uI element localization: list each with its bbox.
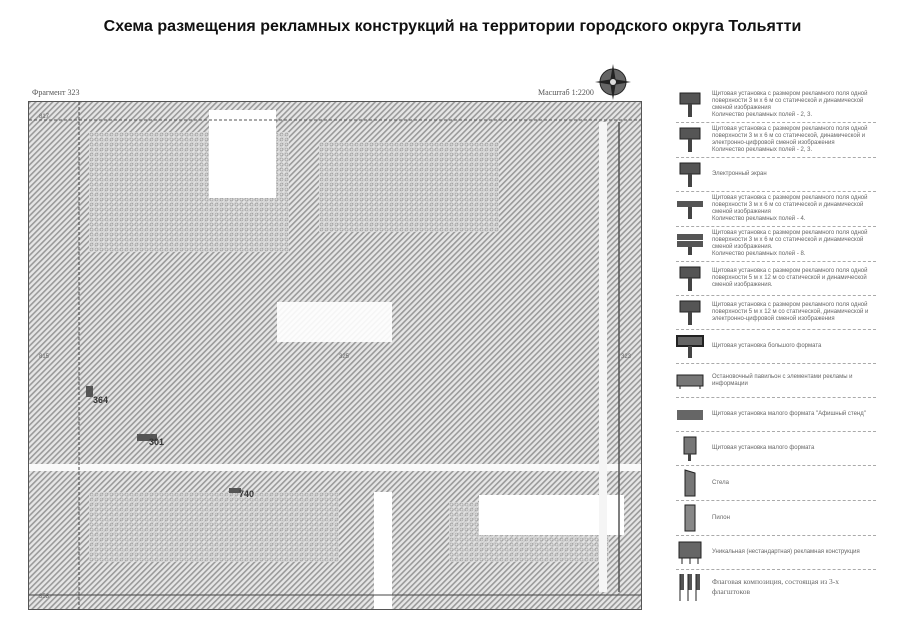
zone-label-817: 817 [39, 114, 50, 120]
billboard-8-fields-icon [676, 232, 704, 256]
object-301[interactable]: 301 [149, 437, 165, 447]
object-740[interactable]: 740 [239, 489, 255, 499]
legend-item: Щитовая установка малого формата "Афишны… [676, 398, 876, 432]
billboard-5x12-digital-icon [676, 300, 704, 326]
legend-text: Щитовая установка с размером рекламного … [712, 268, 868, 288]
legend-item: Щитовая установка с размером рекламного … [676, 227, 876, 262]
legend-item: Щитовая установка малого формата [676, 432, 876, 466]
billboard-5x12-icon [676, 266, 704, 292]
electronic-screen-icon [676, 162, 704, 188]
legend-text: Флаговая композиция, состоящая из 3-х фл… [712, 577, 840, 596]
zone-label-815: 815 [39, 354, 50, 360]
billboard-large-icon [676, 334, 704, 359]
scale-label: Масштаб 1:2200 [538, 88, 594, 97]
billboard-3x6-digital-icon [676, 127, 704, 153]
legend-text: Щитовая установка с размером рекламного … [712, 91, 868, 118]
legend-item: Пилон [676, 501, 876, 536]
page-title: Схема размещения рекламных конструкций н… [103, 18, 802, 35]
legend-text: Щитовая установка большого формата [712, 343, 822, 349]
legend-text: Остановочный павильон с элементами рекла… [712, 373, 853, 387]
poster-stand-icon [676, 408, 704, 422]
legend-item: Щитовая установка с размером рекламного … [676, 192, 876, 227]
legend-item: Щитовая установка большого формата [676, 330, 876, 364]
legend-item: Стела [676, 466, 876, 501]
legend-item: Остановочный павильон с элементами рекла… [676, 364, 876, 398]
bus-stop-pavilion-icon [676, 373, 704, 389]
legend-text: Щитовая установка с размером рекламного … [712, 195, 868, 222]
stela-icon [676, 469, 704, 497]
legend-text: Щитовая установка малого формата [712, 445, 815, 451]
billboard-4-fields-icon [676, 198, 704, 220]
legend-item: Щитовая установка с размером рекламного … [676, 296, 876, 330]
small-format-icon [676, 436, 704, 462]
flag-composition-icon [676, 573, 704, 601]
compass-rose-icon [595, 64, 631, 105]
pylon-icon [676, 504, 704, 532]
fragment-label: Фрагмент 323 [32, 88, 80, 97]
legend-item: Уникальная (нестандартная) рекламная кон… [676, 536, 876, 570]
legend-item: Щитовая установка с размером рекламного … [676, 123, 876, 158]
legend-text: Щитовая установка малого формата "Афишны… [712, 411, 866, 417]
zone-label-323: 323 [621, 354, 632, 360]
object-364[interactable]: 364 [93, 395, 109, 405]
legend-text: Щитовая установка с размером рекламного … [712, 302, 869, 322]
legend-text: Щитовая установка с размером рекламного … [712, 230, 868, 257]
legend-text: Пилон [712, 514, 730, 521]
zone-label-325: 325 [339, 354, 350, 360]
legend-text: Уникальная (нестандартная) рекламная кон… [712, 549, 860, 555]
legend-item: Щитовая установка с размером рекламного … [676, 262, 876, 296]
legend: Щитовая установка с размером рекламного … [676, 88, 876, 604]
map-fragment[interactable]: 817 815 325 323 358 364 301 740 [28, 101, 642, 610]
legend-text: Электронный экран [712, 171, 767, 177]
zone-label-358: 358 [39, 594, 50, 600]
legend-text: Стела [712, 479, 729, 486]
legend-item: Электронный экран [676, 158, 876, 192]
legend-item: Флаговая композиция, состоящая из 3-х фл… [676, 570, 876, 604]
unique-structure-icon [676, 541, 704, 565]
legend-item: Щитовая установка с размером рекламного … [676, 88, 876, 123]
legend-text: Щитовая установка с размером рекламного … [712, 126, 868, 153]
billboard-3x6-icon [676, 92, 704, 118]
